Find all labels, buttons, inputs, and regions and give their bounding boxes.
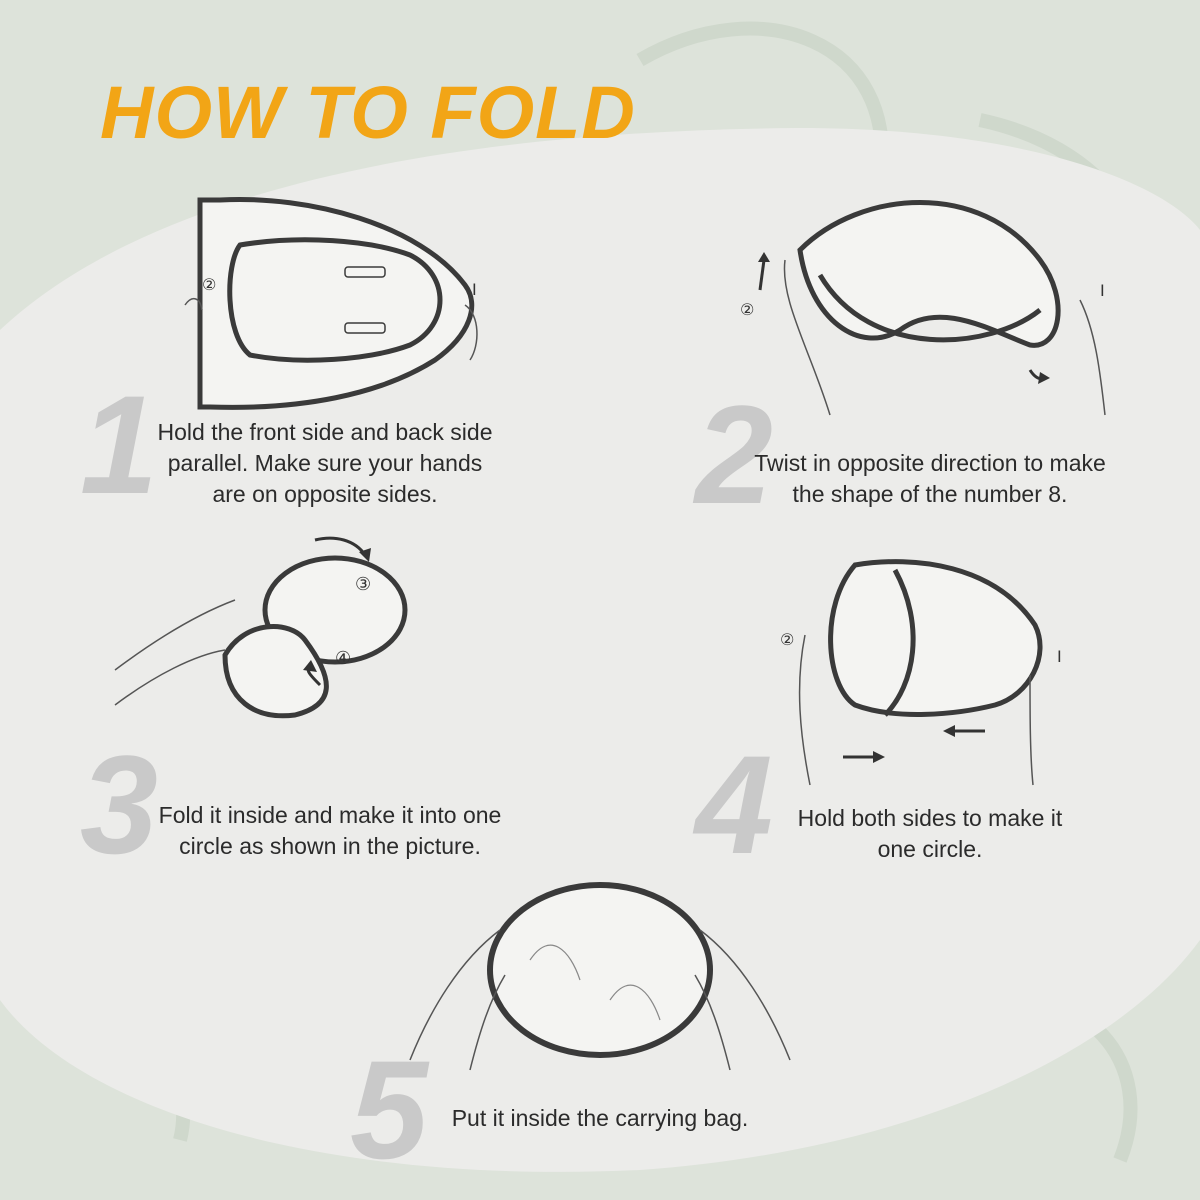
step-2-caption-line-1: Twist in opposite direction to make bbox=[754, 450, 1106, 476]
step-3-marker-3: ③ bbox=[355, 574, 371, 595]
step-5-illustration bbox=[409, 882, 791, 1085]
step-4-caption-line-1: Hold both sides to make it bbox=[797, 805, 1063, 831]
step-2-number: 2 bbox=[695, 376, 773, 533]
step-3-caption-line-1: Fold it inside and make it into one bbox=[158, 802, 502, 828]
step-2-caption: Twist in opposite direction to make the … bbox=[720, 448, 1140, 510]
step-5-caption-line-1: Put it inside the carrying bag. bbox=[451, 1105, 749, 1131]
step-1-marker-2: ② bbox=[202, 275, 216, 294]
step-1-number: 1 bbox=[80, 366, 158, 523]
step-4-illustration: ② Ⅰ bbox=[775, 545, 1095, 790]
step-2-caption-line-2: the shape of the number 8. bbox=[792, 481, 1068, 507]
step-3-number: 3 bbox=[80, 726, 158, 883]
step-1-caption-line-1: Hold the front side and back side bbox=[157, 419, 493, 445]
step-1-caption-line-3: are on opposite sides. bbox=[212, 481, 438, 507]
step-1-illustration: ② Ⅰ bbox=[180, 185, 510, 430]
step-1-caption: Hold the front side and back side parall… bbox=[110, 417, 540, 510]
step-4-marker-2: ② bbox=[780, 630, 794, 649]
step-2-illustration: ② Ⅰ bbox=[740, 180, 1120, 425]
step-4-number: 4 bbox=[695, 726, 773, 883]
step-3-caption-line-2: circle as shown in the picture. bbox=[179, 833, 481, 859]
step-3-marker-4: ④ bbox=[335, 648, 351, 669]
step-1-marker-1: Ⅰ bbox=[472, 280, 477, 299]
step-4-caption-line-2: one circle. bbox=[877, 836, 983, 862]
step-4-marker-1: Ⅰ bbox=[1057, 647, 1062, 666]
step-1-caption-line-2: parallel. Make sure your hands bbox=[167, 450, 483, 476]
step-3-illustration: ③ ④ bbox=[114, 530, 435, 755]
step-5-number: 5 bbox=[350, 1031, 428, 1188]
step-4-caption: Hold both sides to make it one circle. bbox=[745, 803, 1115, 865]
step-5-caption: Put it inside the carrying bag. bbox=[410, 1103, 790, 1134]
page-title: HOW TO FOLD bbox=[100, 71, 636, 154]
step-2-marker-2: ② bbox=[740, 300, 754, 319]
step-3-caption: Fold it inside and make it into one circ… bbox=[110, 800, 550, 862]
step-2-marker-1: Ⅰ bbox=[1100, 281, 1105, 300]
